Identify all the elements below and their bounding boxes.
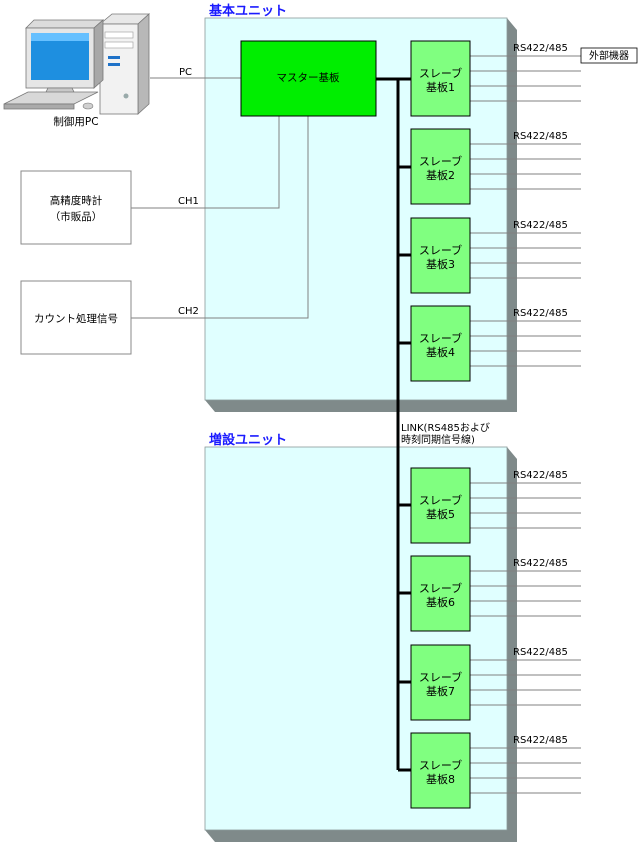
slave-port-label: RS422/485 [513,308,568,319]
pc-link-label: PC [179,67,192,78]
slave-board-box [410,40,471,117]
base-unit-title: 基本ユニット [208,3,287,19]
slave-board-number: 基板4 [426,345,455,359]
slave-board-box [410,644,471,721]
slave-board-name: スレーブ [419,331,462,345]
link-bus [376,77,411,772]
ext-unit-title: 増設ユニット [209,432,287,448]
link-bus-label-1: LINK(RS485および [401,422,490,434]
clock-box: 高精度時計 （市販品） [20,170,132,245]
slave-board-name: スレーブ [419,66,462,80]
clock-label-1: 高精度時計 [50,194,103,207]
slave-board-number: 基板6 [426,595,455,609]
slave-board-name: スレーブ [419,493,462,507]
slave-port-label: RS422/485 [513,647,568,658]
slave-board-name: スレーブ [419,758,462,772]
ch2-link-label: CH2 [178,306,199,317]
pc-label: 制御用PC [53,115,98,128]
computer-icon [3,13,151,115]
slave-port-label: RS422/485 [513,220,568,231]
slave-board-name: スレーブ [419,670,462,684]
ch1-line [131,116,280,209]
external-device: 外部機器 [580,47,638,64]
slave-board-box [410,732,471,809]
slave-board-number: 基板8 [426,772,455,786]
slave-board-number: 基板7 [426,684,455,698]
slave-board-box [410,305,471,382]
slave-board-number: 基板2 [426,168,455,182]
slave-board-name: スレーブ [419,154,462,168]
external-device-box [580,47,638,64]
link-bus-label-2: 時刻同期信号線) [401,433,475,446]
slave-board-box [410,467,471,544]
slave-boards: スレーブ基板1RS422/485スレーブ基板2RS422/485スレーブ基板3R… [410,40,581,809]
slave-port-label: RS422/485 [513,735,568,746]
master-board: マスター基板 [240,40,377,117]
slave-board-number: 基板3 [426,257,455,271]
clock-box-rect [20,170,132,245]
slave-port-label: RS422/485 [513,43,568,54]
slave-port-label: RS422/485 [513,470,568,481]
counter-box: カウント処理信号 [20,280,132,355]
master-board-box [240,40,377,117]
external-device-label: 外部機器 [589,49,629,62]
master-board-label: マスター基板 [277,71,340,84]
slave-board-box [410,217,471,294]
slave-board-box [410,128,471,205]
slave-board-name: スレーブ [419,243,462,257]
slave-board-number: 基板1 [426,80,455,94]
ch1-link-label: CH1 [178,196,199,207]
slave-board-number: 基板5 [426,507,455,521]
slave-board-box [410,555,471,632]
clock-label-2: （市販品） [50,210,103,223]
ch2-line [131,116,309,319]
slave-port-label: RS422/485 [513,131,568,142]
counter-box-rect [20,280,132,355]
signal-lines [131,77,309,319]
slave-port-label: RS422/485 [513,558,568,569]
counter-label: カウント処理信号 [34,312,118,325]
slave-board-name: スレーブ [419,581,462,595]
